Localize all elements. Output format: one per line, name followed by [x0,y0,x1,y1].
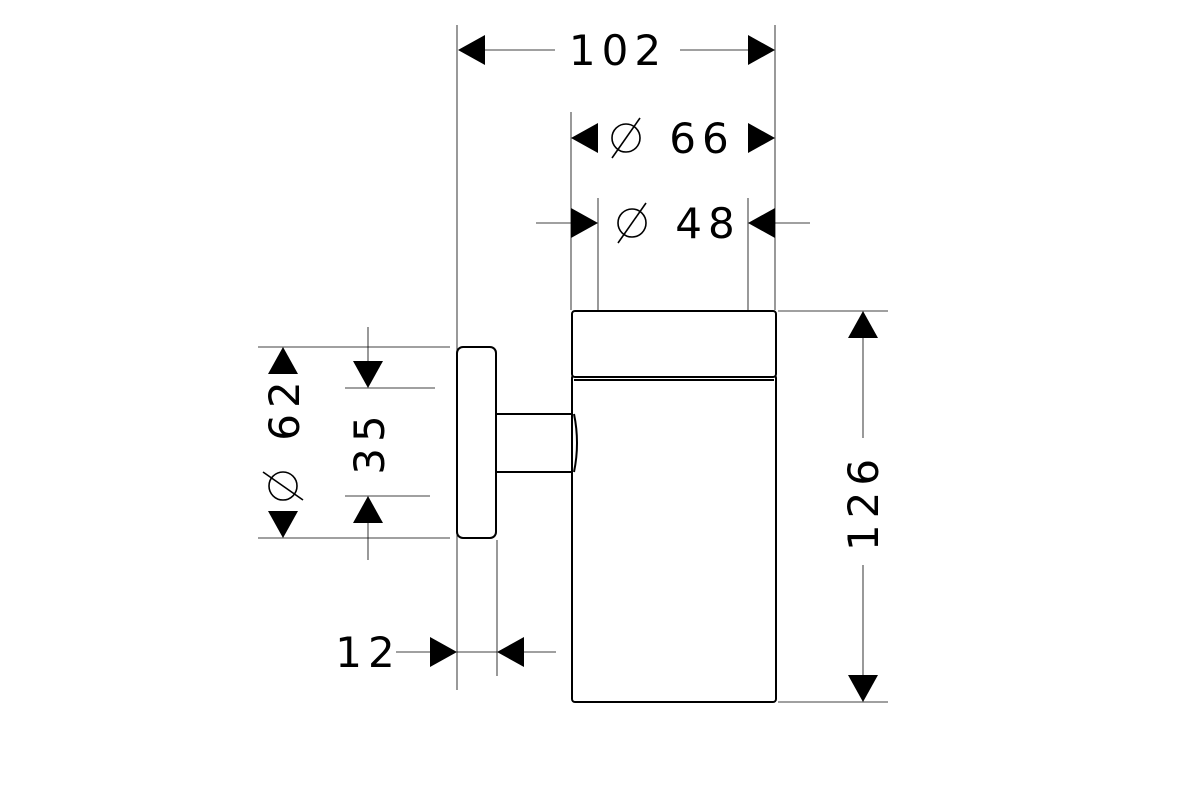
dim-label-plate-diameter: 62 [260,375,309,440]
product-outline [456,310,777,703]
arrow-left [458,35,485,65]
dim-label-overall-width: 102 [569,26,667,75]
connector-stem [495,413,575,473]
diameter-icon [617,202,647,244]
cup-rim [571,310,777,378]
dim-stem-span: 35 [345,327,435,560]
dim-label-outer-diameter: 66 [669,114,734,163]
dim-inner-diameter: 48 [536,198,810,310]
dim-overall-width: 102 [456,25,776,690]
dim-label-stem-span: 35 [345,409,394,474]
dim-plate-diameter: 62 [258,346,450,539]
dim-height: 126 [778,310,888,703]
dim-outer-diameter: 66 [570,112,775,310]
diameter-icon [262,471,304,501]
dim-label-plate-thickness: 12 [335,628,400,677]
dim-plate-thickness: 12 [335,540,556,677]
cup-body [571,374,777,703]
diameter-icon [611,117,641,159]
arrow-right [748,35,775,65]
dim-label-inner-diameter: 48 [675,199,740,248]
wall-plate [456,346,497,539]
dim-label-height: 126 [839,453,888,551]
